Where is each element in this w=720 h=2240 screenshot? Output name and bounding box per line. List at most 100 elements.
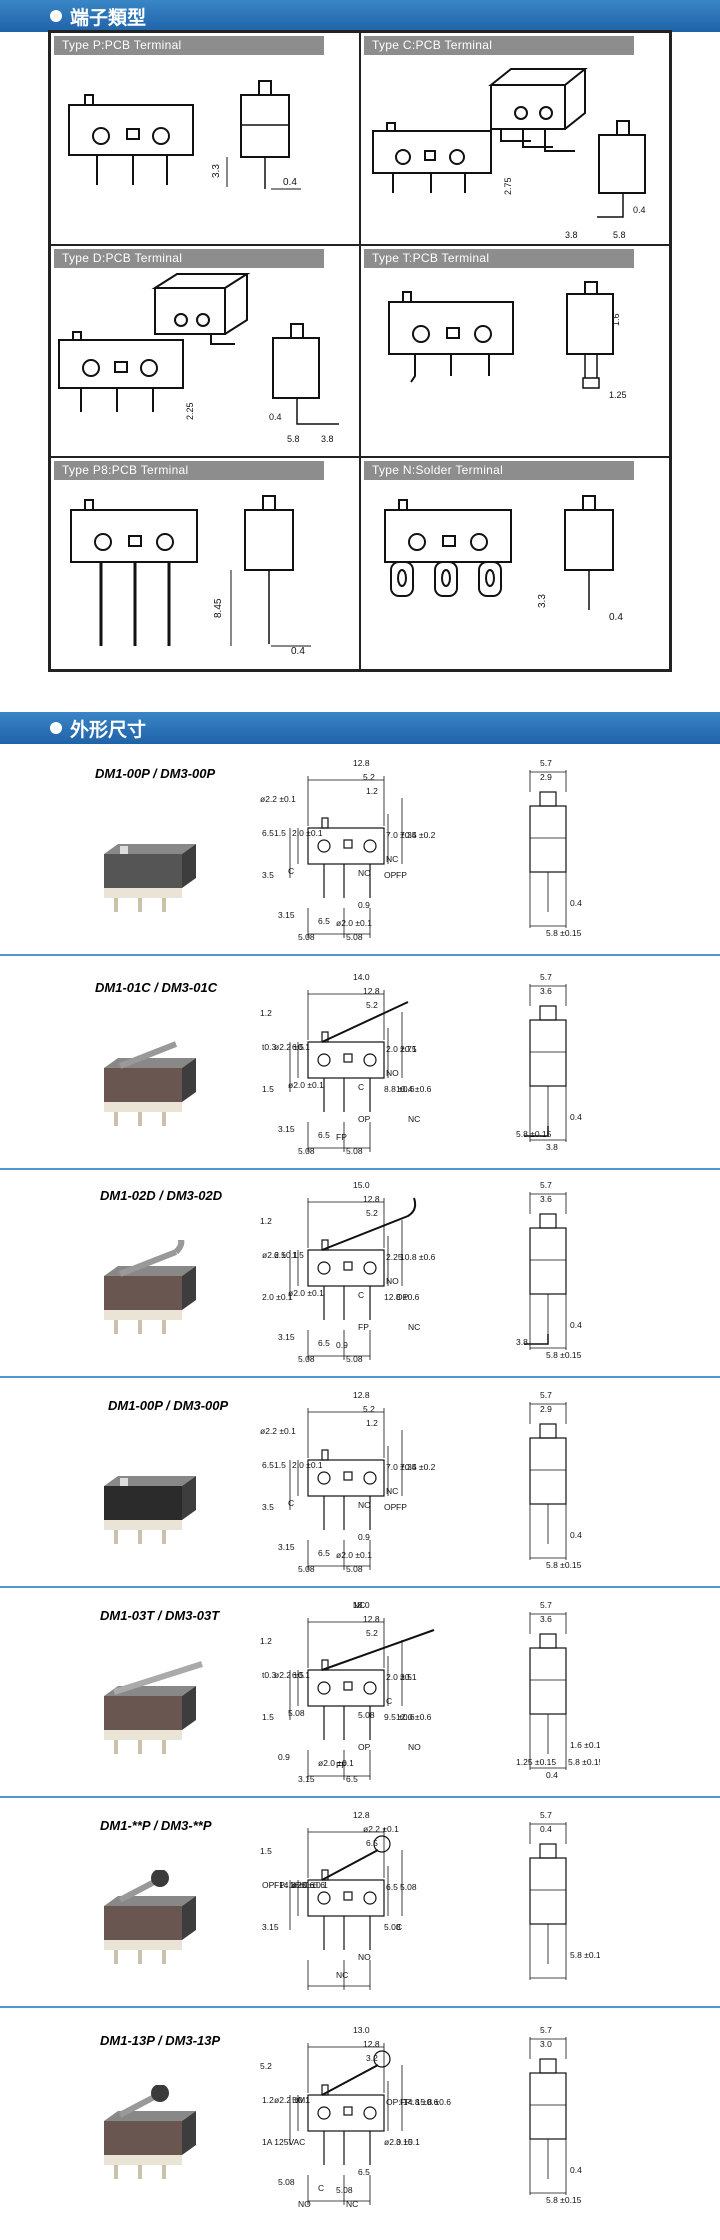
side-view-drawing: 5.73.60.45.8 ±0.153.8 bbox=[516, 1180, 582, 1360]
dimension-label: 2.0 ±0.1 bbox=[386, 1044, 417, 1054]
dimension-label: 5.08 bbox=[346, 1564, 363, 1574]
dimension-label: 1.2 bbox=[366, 1418, 378, 1428]
model-name: DM1-01C / DM3-01C bbox=[95, 980, 218, 995]
dimension-label: 1.2 bbox=[262, 2095, 274, 2105]
dimension-label: 5.2 bbox=[366, 1628, 378, 1638]
product-photo bbox=[104, 844, 196, 912]
dimension-label: 5.8 ±0.15 bbox=[546, 1350, 582, 1360]
dimension-label: C bbox=[396, 1922, 402, 1932]
dimension-label: C bbox=[358, 1082, 364, 1092]
dim-label: 8.45 bbox=[213, 598, 224, 618]
dimension-label: 5.08 bbox=[298, 1564, 315, 1574]
model-name: DM1-**P / DM3-**P bbox=[100, 1818, 212, 1833]
dimension-label: 0.4 bbox=[570, 1112, 582, 1122]
dimension-label: 5.08 bbox=[298, 1354, 315, 1364]
dimension-label: 6.5 bbox=[274, 1250, 286, 1260]
dimension-label: 6.5 bbox=[262, 828, 274, 838]
dimension-label: t0.3 bbox=[262, 1670, 276, 1680]
dimension-label: 0.4 bbox=[570, 1530, 582, 1540]
dimension-label: 5.08 bbox=[346, 1354, 363, 1364]
dimension-label: FP: 16.8 ±0.6 bbox=[274, 1880, 325, 1890]
model-name: DM1-00P / DM3-00P bbox=[95, 766, 216, 781]
dimension-label: 5.2 bbox=[363, 772, 375, 782]
dimension-label: ø2.0 ±0.1 bbox=[336, 1550, 372, 1560]
dimension-label: 5.2 bbox=[366, 1000, 378, 1010]
dimension-label: 6.5 bbox=[292, 1670, 304, 1680]
dimension-label: FP bbox=[396, 870, 407, 880]
dimension-label: 0.9 bbox=[358, 900, 370, 910]
dim-label: 3.3 bbox=[211, 164, 222, 178]
dimension-label: 12.8 bbox=[363, 2039, 380, 2049]
side-view-drawing: 5.73.00.45.8 ±0.15 bbox=[529, 2025, 582, 2205]
product-photo bbox=[104, 1476, 196, 1544]
dim-label: 1.25 bbox=[609, 390, 627, 400]
dimension-label: 2.9 bbox=[540, 772, 552, 782]
terminal-cell-type-p8: Type P8:PCB Terminal 8.45 0.4 bbox=[50, 457, 360, 670]
dimension-label: 1.6 ±0.15 bbox=[570, 1740, 600, 1750]
terminal-cell-type-n: Type N:Solder Terminal 3.3 0.4 bbox=[360, 457, 670, 670]
dimension-label: 6.5 bbox=[318, 1130, 330, 1140]
dimension-label: C bbox=[358, 1290, 364, 1300]
dimension-label: NC bbox=[386, 854, 398, 864]
front-view-drawing: 12.8ø2.2 ±0.16.51.5OP: 14.8 ±0.6FP: 16.8… bbox=[260, 1810, 417, 1990]
dimension-label: 1.5 bbox=[262, 1084, 274, 1094]
dimension-label: 2.0 ±0.1 bbox=[292, 828, 323, 838]
dimension-label: OP bbox=[396, 1292, 409, 1302]
dimensions-header: 外形尺寸 bbox=[0, 712, 720, 744]
dimension-label: NO bbox=[408, 1742, 421, 1752]
dimension-label: 10.4 ±0.6 bbox=[396, 1084, 432, 1094]
dimension-label: 1.2 bbox=[260, 1216, 272, 1226]
terminal-n-drawing: 3.3 0.4 bbox=[384, 495, 623, 623]
terminal-label: Type P8:PCB Terminal bbox=[54, 461, 324, 481]
dimension-label: 5.2 bbox=[260, 2061, 272, 2071]
dimension-label: 3.15 bbox=[278, 910, 295, 920]
dimension-label: NC bbox=[336, 1970, 348, 1980]
dimension-label: C bbox=[318, 2183, 324, 2193]
product-photo bbox=[104, 1041, 196, 1126]
dim-label: 3.8 bbox=[565, 230, 578, 240]
dimension-label: 3.6 bbox=[540, 1194, 552, 1204]
dimension-label: NC bbox=[408, 1114, 420, 1124]
dimension-label: ø2.2 ±0.1 bbox=[260, 1426, 296, 1436]
dimension-label: 7.35 ±0.2 bbox=[400, 830, 436, 840]
product-photo bbox=[104, 1661, 203, 1754]
dimension-label: 6.5 bbox=[318, 916, 330, 926]
dimension-label: OP bbox=[358, 1114, 371, 1124]
dimension-label: 3.15 bbox=[298, 1774, 315, 1784]
dimension-label: 5.2 bbox=[366, 1208, 378, 1218]
dimension-label: 5.8 ±0.15 bbox=[516, 1129, 552, 1139]
dimension-label: 1.25 ±0.15 bbox=[516, 1757, 556, 1767]
dimension-label: 6.5 bbox=[346, 1774, 358, 1784]
dimension-label: 10.8 ±0.6 bbox=[400, 1252, 436, 1262]
model-name: DM1-03T / DM3-03T bbox=[100, 1608, 220, 1623]
dimension-label: 5.08 bbox=[384, 1922, 401, 1932]
dimension-label: 6.5 bbox=[358, 2167, 370, 2177]
dimension-label: C bbox=[288, 1498, 294, 1508]
dimension-label: NO bbox=[386, 1276, 399, 1286]
dimension-label: 3.15 bbox=[278, 1332, 295, 1342]
dimension-label: 5.7 bbox=[540, 2025, 552, 2035]
dimension-label: t0.3 bbox=[262, 1042, 276, 1052]
dimension-label: NC bbox=[408, 1322, 420, 1332]
dimension-label: 5.8 ±0.15 bbox=[570, 1950, 600, 1960]
dimension-label: 5.7 bbox=[540, 972, 552, 982]
dim-label: 0.4 bbox=[633, 205, 646, 215]
dimension-label: 5.08 bbox=[358, 1710, 375, 1720]
dimension-label: 5.7 bbox=[540, 758, 552, 768]
dim-label: 5.8 bbox=[287, 434, 300, 444]
terminal-cell-type-c: Type C:PCB Terminal 2.75 0.4 3.8 5.8 bbox=[360, 32, 670, 245]
terminal-p-drawing: 3.3 0.4 bbox=[68, 80, 301, 190]
terminal-cell-type-t: Type T:PCB Terminal 1.6 1.25 bbox=[360, 244, 670, 458]
dim-label: 0.4 bbox=[283, 177, 297, 188]
dimension-label: ø2.2 ±0.1 bbox=[363, 1824, 399, 1834]
dimension-label: 0.4 bbox=[540, 1824, 552, 1834]
front-view-drawing: 14.012.85.21.2t0.3ø2.2 ±0.16.51.52.0 ±0.… bbox=[260, 972, 432, 1156]
dimension-label: 5.8 ±0.15 bbox=[546, 1560, 582, 1570]
terminal-label: Type P:PCB Terminal bbox=[54, 36, 324, 55]
dimension-label: FP: 15.8 ±0.6 bbox=[400, 2097, 451, 2107]
